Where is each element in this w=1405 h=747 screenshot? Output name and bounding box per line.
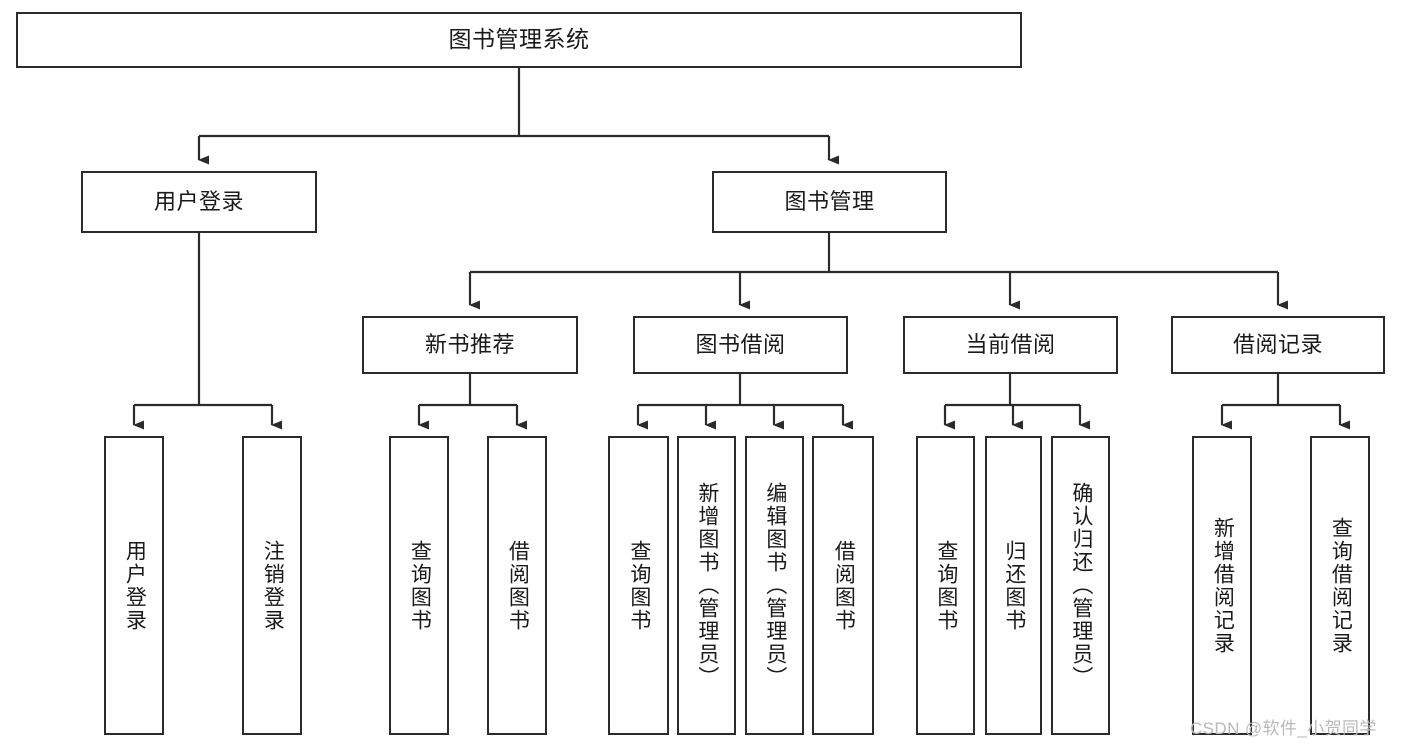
node-leaf-borrow-book[interactable]: 借阅图书 (812, 436, 874, 735)
node-label: 确认归还（管理员） (1069, 482, 1093, 689)
node-leaf-user-login[interactable]: 用户登录 (104, 436, 164, 735)
node-label: 编辑图书（管理员） (763, 482, 787, 689)
node-leaf-query-book-current[interactable]: 查询图书 (916, 436, 975, 735)
node-label: 新增借阅记录 (1211, 516, 1235, 655)
node-leaf-borrow-book-rec[interactable]: 借阅图书 (487, 436, 547, 735)
node-leaf-edit-book[interactable]: 编辑图书（管理员） (745, 436, 804, 735)
node-leaf-logout[interactable]: 注销登录 (242, 436, 302, 735)
node-label: 注销登录 (261, 539, 285, 632)
node-label: 图书管理 (784, 188, 875, 214)
node-current-borrow[interactable]: 当前借阅 (903, 316, 1118, 374)
node-label: 借阅图书 (832, 539, 856, 632)
node-leaf-add-book[interactable]: 新增图书（管理员） (677, 436, 736, 735)
node-label: 查询图书 (408, 539, 432, 632)
node-label: 借阅记录 (1232, 331, 1323, 357)
node-label: 新书推荐 (424, 331, 515, 357)
node-book-borrow[interactable]: 图书借阅 (633, 316, 848, 374)
node-leaf-add-record[interactable]: 新增借阅记录 (1192, 436, 1252, 735)
node-label: 当前借阅 (965, 331, 1056, 357)
node-leaf-query-book-rec[interactable]: 查询图书 (389, 436, 449, 735)
node-borrow-record[interactable]: 借阅记录 (1171, 316, 1385, 374)
node-leaf-confirm-return[interactable]: 确认归还（管理员） (1051, 436, 1110, 735)
node-new-book-recommend[interactable]: 新书推荐 (362, 316, 578, 374)
node-leaf-return-book[interactable]: 归还图书 (985, 436, 1042, 735)
node-label: 查询借阅记录 (1329, 516, 1353, 655)
connector-lines (132, 68, 1350, 430)
node-label: 新增图书（管理员） (695, 482, 719, 689)
node-label: 用户登录 (123, 539, 147, 632)
node-leaf-query-book-borrow[interactable]: 查询图书 (608, 436, 669, 735)
node-label: 用户登录 (153, 188, 244, 214)
node-label: 借阅图书 (506, 539, 530, 632)
node-user-login[interactable]: 用户登录 (81, 171, 317, 233)
node-root[interactable]: 图书管理系统 (16, 12, 1022, 68)
node-leaf-query-record[interactable]: 查询借阅记录 (1310, 436, 1370, 735)
node-book-manage[interactable]: 图书管理 (712, 171, 947, 233)
node-label: 查询图书 (627, 539, 651, 632)
node-label: 查询图书 (934, 539, 958, 632)
node-label: 图书管理系统 (448, 26, 590, 53)
node-label: 图书借阅 (695, 331, 786, 357)
node-label: 归还图书 (1002, 539, 1026, 632)
